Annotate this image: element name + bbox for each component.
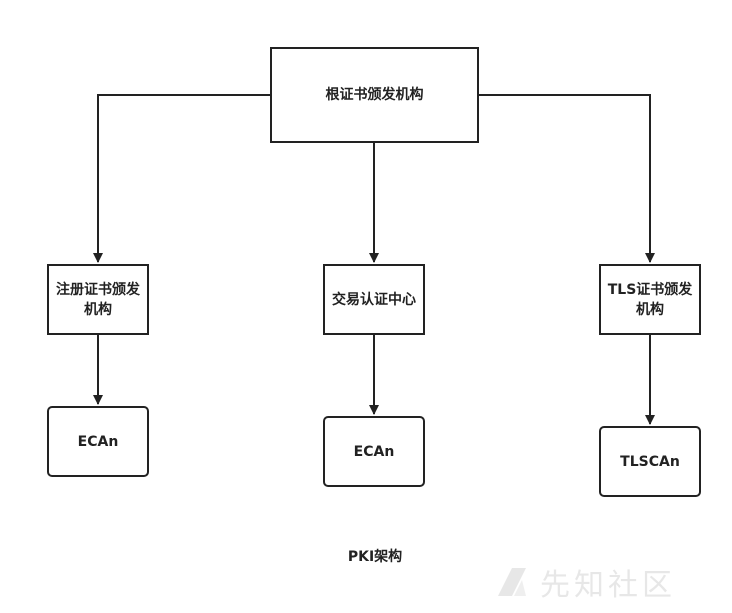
node-tlscan: TLSCAn (599, 426, 701, 497)
node-root-ca-label: 根证书颁发机构 (325, 87, 424, 103)
node-registration-ca-label: 注册证书颁发机构 (56, 281, 140, 318)
edge-root-to-registration (93, 94, 270, 263)
node-tls-ca: TLS证书颁发机构 (599, 264, 701, 335)
logo-icon (498, 568, 526, 596)
node-ecan-left-label: ECAn (77, 433, 119, 450)
edge-root-to-tls (479, 94, 655, 263)
watermark: 先知社区 (494, 560, 724, 604)
node-ecan-left: ECAn (47, 406, 149, 477)
node-registration-ca: 注册证书颁发机构 (47, 264, 149, 335)
node-root-ca: 根证书颁发机构 (270, 47, 479, 143)
node-transaction-center: 交易认证中心 (323, 264, 425, 335)
node-transaction-center-label: 交易认证中心 (332, 291, 416, 308)
node-tls-ca-label: TLS证书颁发机构 (607, 281, 693, 318)
node-ecan-middle-label: ECAn (353, 443, 395, 460)
node-ecan-middle: ECAn (323, 416, 425, 487)
node-tlscan-label: TLSCAn (620, 453, 680, 470)
diagram-caption: PKI架构 (347, 549, 403, 565)
watermark-text: 先知社区 (540, 568, 676, 603)
